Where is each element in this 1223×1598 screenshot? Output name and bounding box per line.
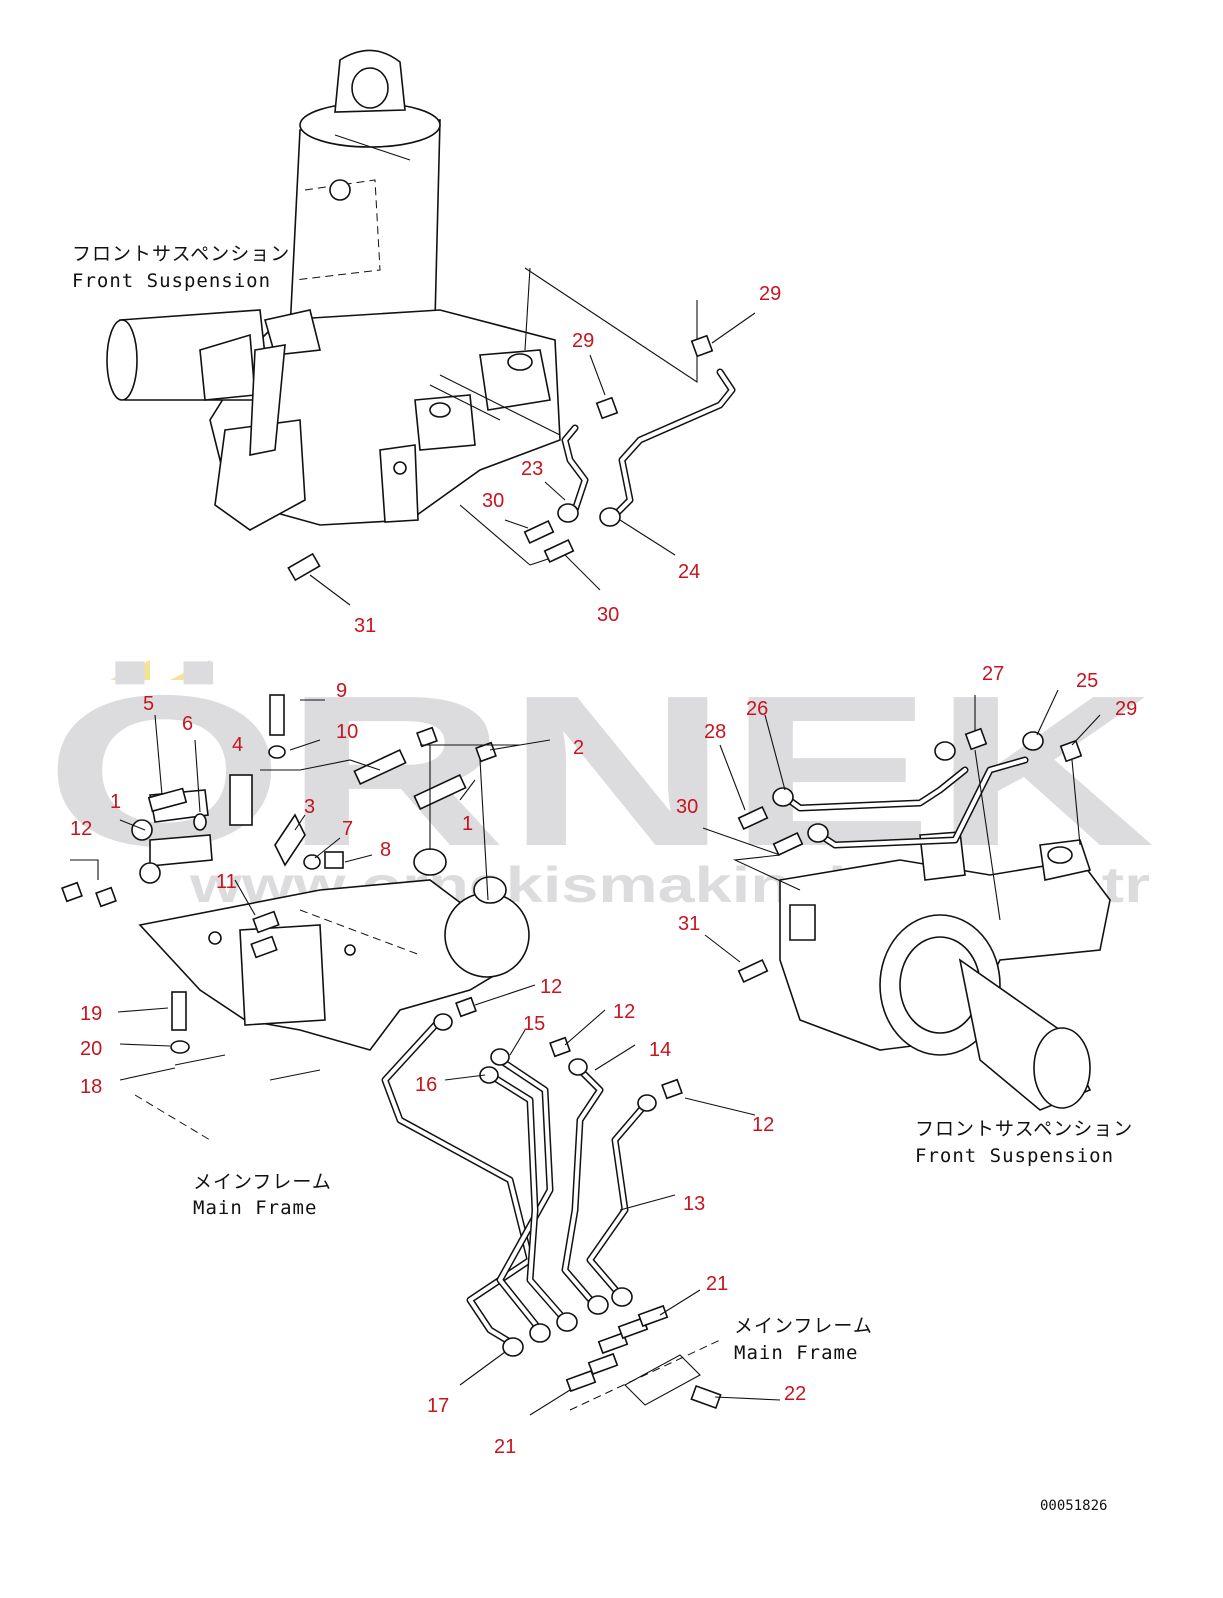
callout-16: 16	[415, 1074, 437, 1096]
callout-15: 15	[523, 1013, 545, 1035]
callout-12d: 12	[752, 1114, 774, 1136]
callout-22: 22	[784, 1383, 806, 1405]
callout-29c: 29	[1115, 698, 1137, 720]
callout-7: 7	[342, 818, 353, 840]
caption-front-suspension-top-jp: フロントサスペンション	[72, 243, 290, 265]
callout-10: 10	[336, 721, 358, 743]
callout-1b: 1	[462, 813, 473, 835]
callout-21b: 21	[494, 1436, 516, 1458]
callout-19: 19	[80, 1003, 102, 1025]
callout-leaders	[117, 312, 1101, 1416]
caption-front-suspension-right-en: Front Suspension	[915, 1145, 1114, 1167]
callout-12a: 12	[70, 818, 92, 840]
callout-6: 6	[182, 713, 193, 735]
front-suspension-top-assembly	[106, 49, 736, 582]
callout-18: 18	[80, 1076, 102, 1098]
callout-31a: 31	[354, 615, 376, 637]
caption-main-frame-left-jp: メインフレーム	[193, 1171, 332, 1193]
callout-30c: 30	[676, 796, 698, 818]
watermark-accent-right	[170, 660, 210, 680]
callout-9: 9	[336, 680, 347, 702]
drawing-number: 00051826	[1040, 1498, 1107, 1514]
callout-3: 3	[304, 796, 315, 818]
callout-26: 26	[746, 698, 768, 720]
caption-main-frame-left-en: Main Frame	[193, 1197, 317, 1219]
callout-1a: 1	[110, 791, 121, 813]
watermark-accent-left	[110, 660, 150, 680]
front-suspension-right-assembly	[702, 727, 1111, 1111]
caption-front-suspension-right-jp: フロントサスペンション	[915, 1118, 1133, 1140]
callout-30b: 30	[597, 604, 619, 626]
caption-front-suspension-top-en: Front Suspension	[72, 270, 271, 292]
callout-29a: 29	[759, 283, 781, 305]
watermark: ÖRNEK www.ornekismakinalari.com.tr	[45, 650, 1155, 913]
callout-13: 13	[683, 1193, 705, 1215]
watermark-logo: ÖRNEK	[45, 650, 1155, 891]
callout-28: 28	[704, 721, 726, 743]
callout-20: 20	[80, 1038, 102, 1060]
captions: フロントサスペンション Front Suspension フロントサスペンション…	[72, 243, 1133, 1514]
caption-main-frame-right-jp: メインフレーム	[734, 1315, 873, 1337]
callout-8: 8	[380, 839, 391, 861]
callout-29b: 29	[572, 330, 594, 352]
callout-25: 25	[1076, 670, 1098, 692]
callout-21a: 21	[706, 1273, 728, 1295]
callout-11: 11	[216, 871, 237, 893]
callout-5: 5	[143, 693, 154, 715]
main-frame-assembly	[61, 694, 722, 1411]
caption-main-frame-right-en: Main Frame	[734, 1342, 858, 1364]
callout-30a: 30	[482, 490, 504, 512]
callout-4: 4	[232, 734, 243, 756]
callout-31b: 31	[678, 913, 700, 935]
callout-12b: 12	[540, 976, 562, 998]
callout-2: 2	[573, 737, 584, 759]
callout-27: 27	[982, 663, 1004, 685]
callout-23: 23	[521, 458, 543, 480]
callout-17: 17	[427, 1395, 449, 1417]
callout-24: 24	[678, 561, 700, 583]
callout-14: 14	[649, 1039, 671, 1061]
callouts: 29 29 23 30 24 30 31 9 10 5 6 4 2 1 3 1 …	[70, 283, 1137, 1458]
callout-12c: 12	[613, 1001, 635, 1023]
